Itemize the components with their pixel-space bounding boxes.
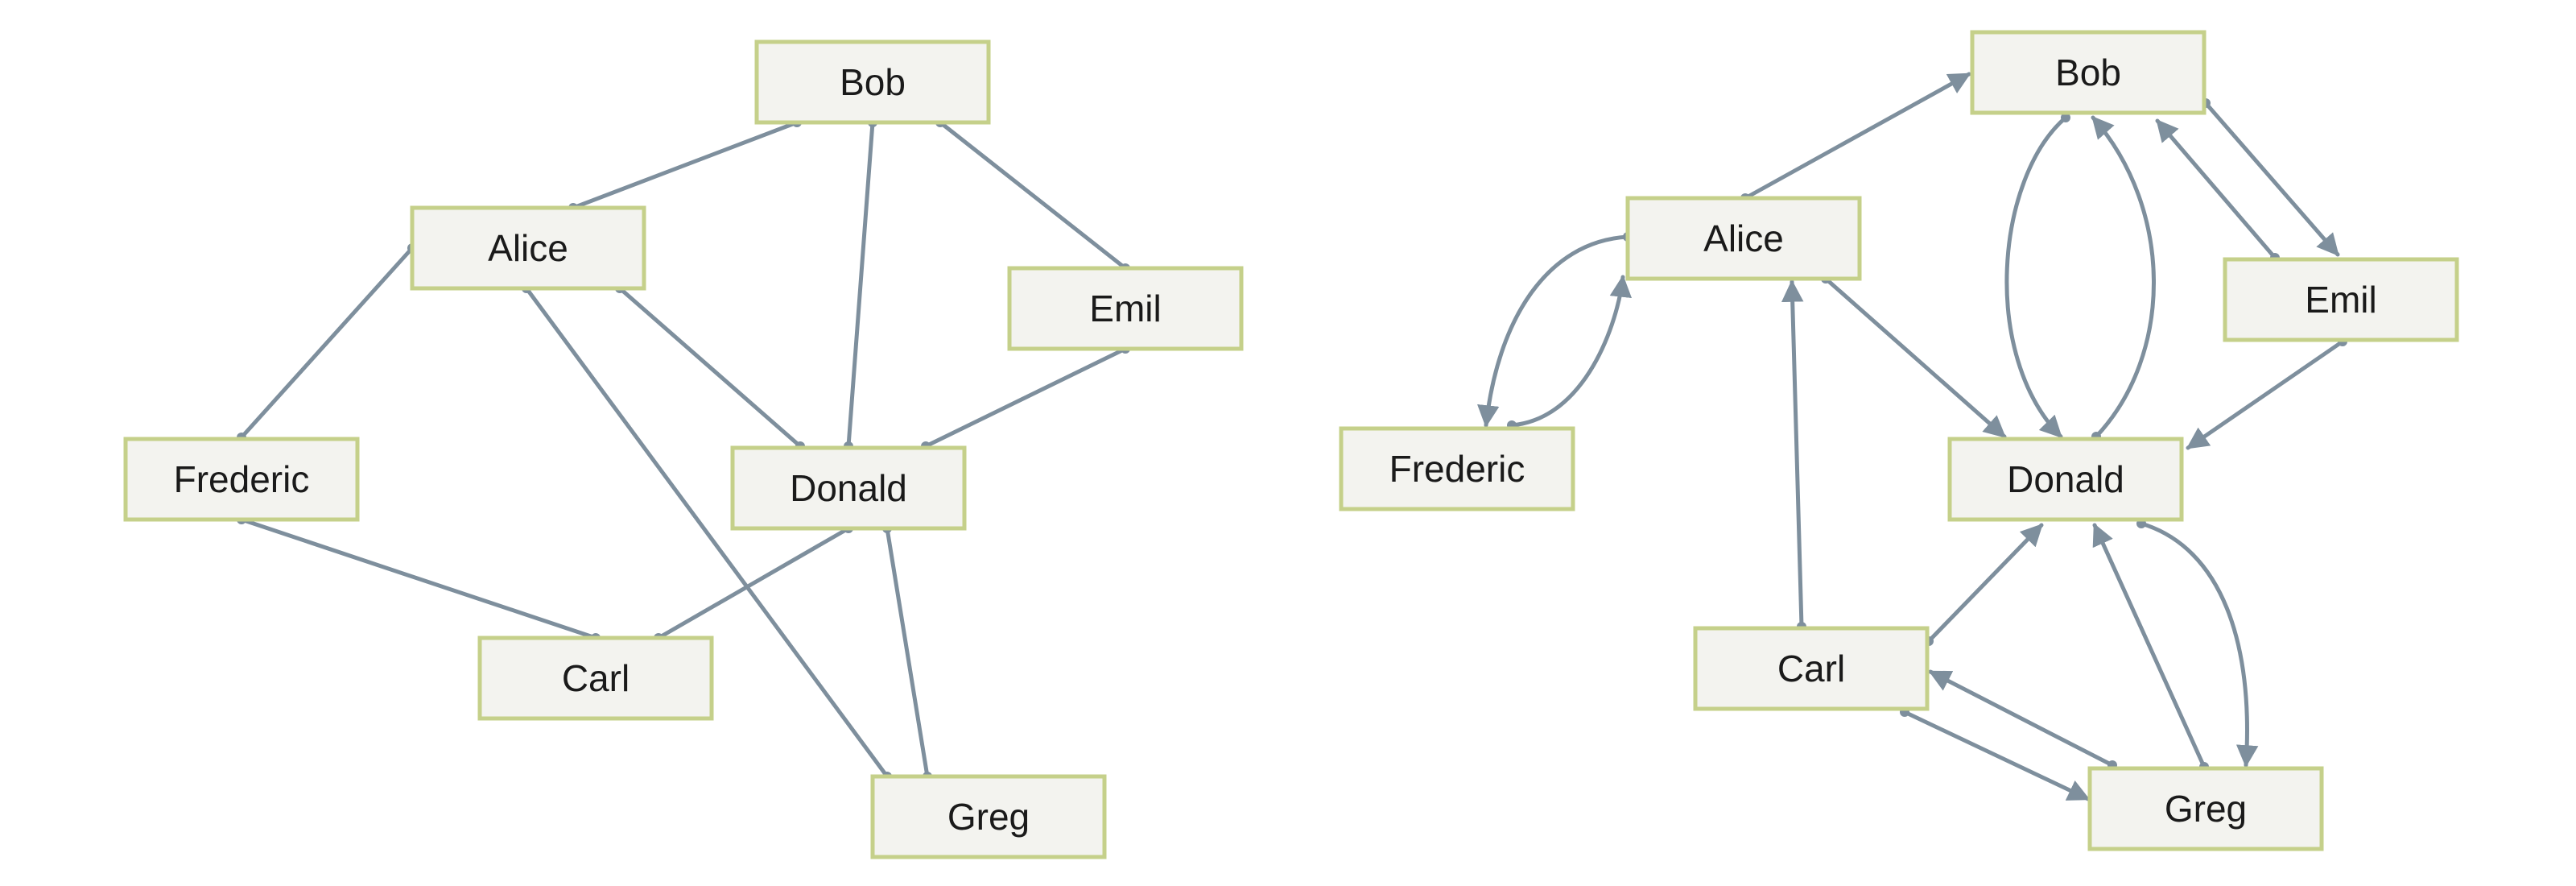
edge-emil-donald [923, 346, 1128, 449]
node-label: Greg [2165, 788, 2247, 830]
undirected-graph: Bob Alice Emil Frederic Donald Carl [123, 39, 1244, 859]
node-label: Frederic [174, 458, 310, 500]
node-label: Bob [840, 61, 906, 103]
edge-donald-greg [885, 526, 930, 779]
edge-alice-frederic [1477, 234, 1630, 428]
edge-donald-carl [656, 526, 851, 640]
directed-edges [1477, 72, 2345, 801]
edge-bob-alice [571, 120, 799, 210]
node-emil[interactable]: Emil [1007, 266, 1244, 351]
node-frederic[interactable]: Frederic [123, 437, 360, 522]
node-label: Frederic [1389, 448, 1525, 490]
node-alice[interactable]: Alice [1625, 196, 1862, 281]
node-greg[interactable]: Greg [870, 774, 1107, 859]
node-label: Donald [790, 467, 907, 509]
directed-graph: Bob Alice Emil Frederic Donald Carl [1339, 30, 2459, 851]
undirected-edges [239, 120, 1128, 779]
edge-carl-alice [1781, 279, 1804, 629]
edge-carl-greg [1902, 710, 2091, 801]
edge-emil-bob [2155, 118, 2277, 260]
edge-bob-emil [938, 120, 1128, 271]
node-greg[interactable]: Greg [2087, 766, 2324, 851]
edge-greg-carl [1928, 669, 2115, 768]
undirected-nodes: Bob Alice Emil Frederic Donald Carl [123, 39, 1244, 859]
edge-bob-donald [2004, 115, 2068, 439]
edge-donald-bob [2091, 115, 2156, 439]
edge-greg-donald [2092, 523, 2207, 769]
node-label: Carl [1777, 648, 1845, 689]
edge-alice-donald [617, 286, 803, 449]
node-bob[interactable]: Bob [1970, 30, 2207, 115]
edge-frederic-alice [1509, 275, 1633, 428]
node-carl[interactable]: Carl [477, 636, 714, 721]
node-emil[interactable]: Emil [2223, 257, 2459, 342]
edge-bob-emil [2203, 101, 2340, 257]
edge-donald-greg [2139, 521, 2259, 768]
edge-alice-frederic [239, 246, 415, 440]
node-label: Alice [1703, 217, 1784, 259]
node-bob[interactable]: Bob [754, 39, 991, 125]
node-label: Carl [562, 657, 630, 699]
node-label: Donald [2007, 458, 2124, 500]
node-donald[interactable]: Donald [1947, 437, 2184, 522]
node-donald[interactable]: Donald [730, 445, 967, 531]
node-label: Greg [947, 796, 1030, 838]
edge-bob-donald [846, 120, 875, 449]
node-label: Alice [488, 227, 568, 269]
edge-frederic-carl [239, 517, 598, 640]
node-frederic[interactable]: Frederic [1339, 426, 1575, 511]
edge-alice-greg [524, 286, 890, 779]
edge-carl-donald [1926, 523, 2044, 644]
edge-alice-donald [1823, 276, 2007, 439]
edge-alice-bob [1743, 72, 1971, 201]
node-label: Bob [2055, 52, 2121, 93]
directed-nodes: Bob Alice Emil Frederic Donald Carl [1339, 30, 2459, 851]
node-carl[interactable]: Carl [1693, 626, 1930, 711]
edge-endpoint [2061, 113, 2070, 122]
node-label: Emil [2305, 279, 2376, 321]
node-label: Emil [1089, 288, 1161, 329]
node-alice[interactable]: Alice [410, 205, 646, 291]
edge-emil-donald [2186, 339, 2345, 450]
